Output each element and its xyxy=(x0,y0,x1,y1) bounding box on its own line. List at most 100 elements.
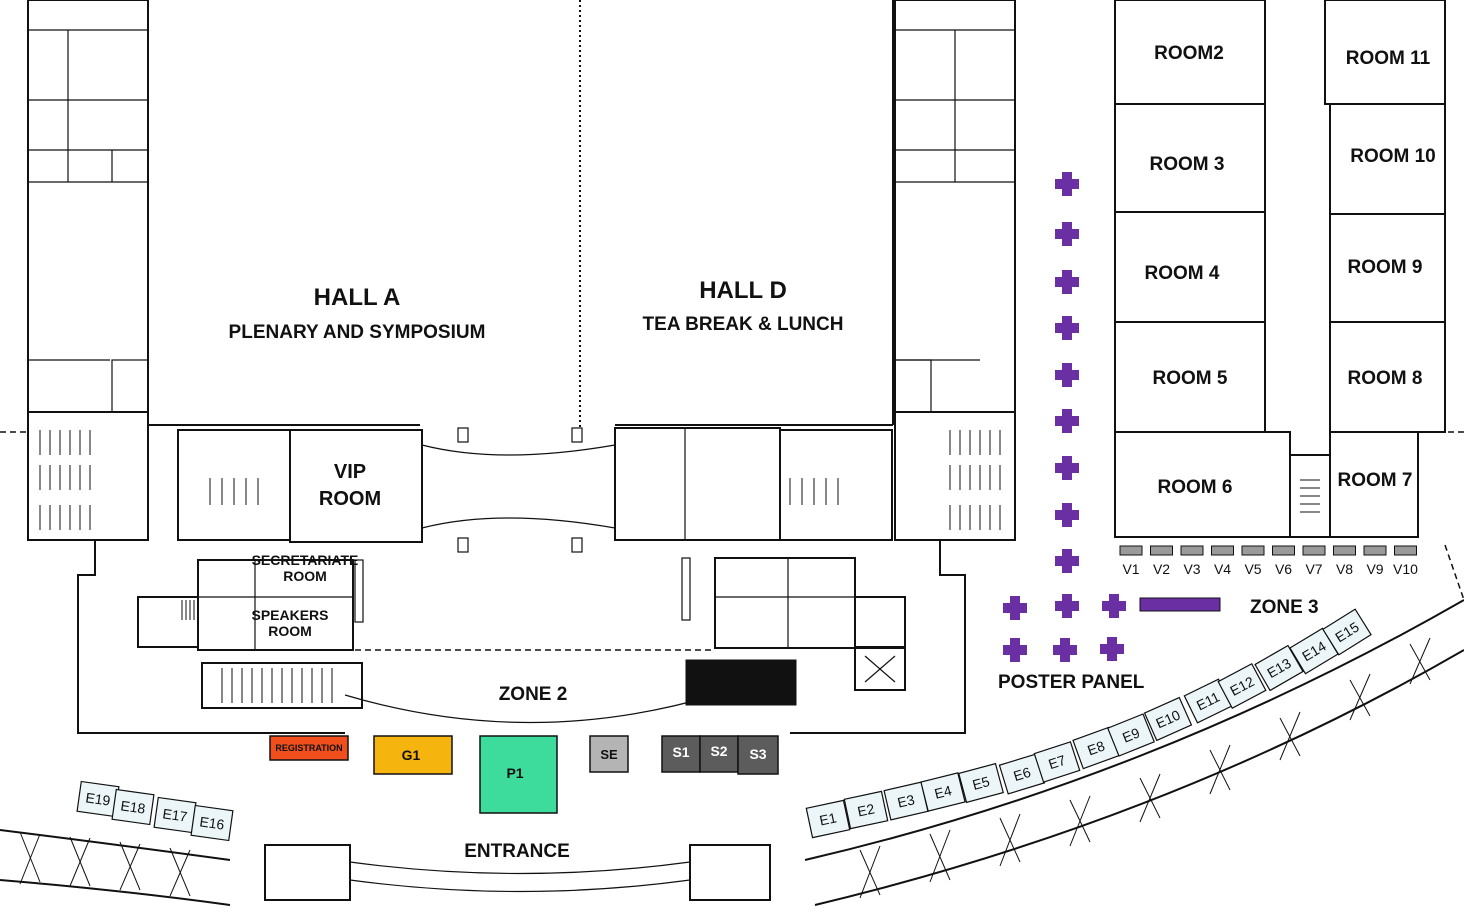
s2-booth[interactable] xyxy=(699,735,739,773)
exhibition-booth-label: E1 xyxy=(818,809,838,828)
s3-booth[interactable] xyxy=(737,735,779,775)
registration-booth[interactable] xyxy=(269,735,349,761)
v-booth-label: V8 xyxy=(1336,561,1353,577)
v-booth[interactable] xyxy=(1394,545,1417,556)
vip-room-label-1: VIP xyxy=(334,461,366,483)
v-booth-label: V1 xyxy=(1122,561,1139,577)
exhibition-booth[interactable]: E6 xyxy=(998,753,1046,795)
s1-booth-label: S1 xyxy=(672,744,689,760)
hall-d-subtitle: TEA BREAK & LUNCH xyxy=(643,314,844,335)
right-wing-structure xyxy=(894,0,1016,541)
exhibition-booth[interactable]: E8 xyxy=(1072,726,1120,770)
poster-panel[interactable] xyxy=(1055,316,1079,340)
exhibition-booth[interactable]: E15 xyxy=(1322,608,1372,656)
exhibition-booth[interactable]: E2 xyxy=(843,790,889,830)
room-9-label: ROOM 9 xyxy=(1348,257,1423,278)
poster-panel[interactable] xyxy=(1055,222,1079,246)
poster-panel-label: POSTER PANEL xyxy=(998,672,1145,693)
speakers-room-label-1: SPEAKERS xyxy=(251,607,328,623)
exhibition-booth-label: E8 xyxy=(1085,737,1107,758)
zone-3-label: ZONE 3 xyxy=(1250,597,1319,618)
poster-panel[interactable] xyxy=(1003,596,1027,620)
exhibition-booth[interactable]: E16 xyxy=(190,804,234,842)
v-booth[interactable] xyxy=(1180,545,1204,556)
exhibition-booth[interactable]: E13 xyxy=(1254,644,1304,692)
poster-panel-bar[interactable] xyxy=(1139,597,1221,612)
exhibition-booth[interactable]: E10 xyxy=(1143,696,1193,742)
v-booth[interactable] xyxy=(1211,545,1234,556)
exhibition-booth-label: E5 xyxy=(971,773,992,793)
exhibition-booth[interactable]: E18 xyxy=(111,788,155,826)
v-booth[interactable] xyxy=(1363,545,1387,556)
exhibition-booth[interactable]: E1 xyxy=(805,799,851,839)
exhibition-booth-box xyxy=(920,772,966,812)
exhibition-booth-box xyxy=(805,799,851,839)
v-booth[interactable] xyxy=(1333,545,1356,556)
poster-panel[interactable] xyxy=(1055,456,1079,480)
central-corridor: VIP ROOM xyxy=(177,427,893,553)
exhibition-booth-box xyxy=(1254,644,1304,692)
hall-a-title: HALL A xyxy=(314,284,401,311)
exhibition-booth[interactable]: E4 xyxy=(920,772,966,812)
poster-panels xyxy=(1003,172,1126,662)
room-7-label: ROOM 7 xyxy=(1338,470,1413,491)
se-booth[interactable] xyxy=(589,735,629,773)
poster-panel[interactable] xyxy=(1003,638,1027,662)
s3-booth-label: S3 xyxy=(749,746,766,762)
poster-panel[interactable] xyxy=(1055,363,1079,387)
exhibition-booth-label: E6 xyxy=(1011,764,1032,784)
hall-d-title: HALL D xyxy=(699,277,787,304)
poster-panel[interactable] xyxy=(1055,270,1079,294)
v-booth-label: V2 xyxy=(1153,561,1170,577)
poster-panel[interactable] xyxy=(1055,172,1079,196)
poster-panel[interactable] xyxy=(1100,637,1124,661)
exhibition-booth-label: E9 xyxy=(1120,724,1142,745)
v-booth[interactable] xyxy=(1241,545,1265,556)
room-4-label: ROOM 4 xyxy=(1145,263,1220,284)
curved-facade: ENTRANCE xyxy=(0,599,1464,906)
exhibition-booth-box xyxy=(1322,608,1372,656)
entrance-label: ENTRANCE xyxy=(464,841,570,862)
exhibition-booth[interactable]: E19 xyxy=(76,780,120,818)
poster-panel[interactable] xyxy=(1055,594,1079,618)
exhibition-booth-label: E19 xyxy=(85,789,112,808)
lobby-structure: SECRETARIATE ROOM SPEAKERS ROOM ZONE 2 xyxy=(77,540,966,734)
hall-d: HALL D TEA BREAK & LUNCH xyxy=(615,0,894,426)
exhibition-booth-box xyxy=(1106,713,1156,757)
poster-panel[interactable] xyxy=(1055,503,1079,527)
exhibition-booth-box xyxy=(1143,696,1193,742)
v-booth[interactable] xyxy=(1119,545,1143,556)
v-booth[interactable] xyxy=(1302,545,1326,556)
exhibition-booth[interactable]: E3 xyxy=(883,781,929,821)
exhibition-booth[interactable]: E9 xyxy=(1106,713,1156,757)
exhibition-booth[interactable]: E11 xyxy=(1183,678,1233,724)
exhibition-booth-box xyxy=(958,762,1004,804)
hall-a: HALL A PLENARY AND SYMPOSIUM xyxy=(147,0,581,430)
vip-room-label-2: ROOM xyxy=(319,488,381,510)
room-10-label: ROOM 10 xyxy=(1350,146,1436,167)
exhibition-booth[interactable]: E17 xyxy=(153,796,197,834)
poster-panel[interactable] xyxy=(1102,594,1126,618)
exhibition-booth-label: E7 xyxy=(1046,752,1067,773)
exhibition-booth[interactable]: E12 xyxy=(1217,663,1267,709)
hall-a-subtitle: PLENARY AND SYMPOSIUM xyxy=(229,322,486,343)
zone-2-label: ZONE 2 xyxy=(499,684,568,705)
exhibition-booth[interactable]: E5 xyxy=(958,762,1004,804)
booths: REGISTRATION G1 P1 SE S1 S2 S3 xyxy=(269,735,779,814)
v-booth[interactable] xyxy=(1272,545,1295,556)
v-booth[interactable] xyxy=(1150,545,1173,556)
g1-booth[interactable] xyxy=(373,735,453,775)
exhibition-booth[interactable]: E7 xyxy=(1033,741,1081,783)
poster-panel[interactable] xyxy=(1053,638,1077,662)
exhibition-booth-box xyxy=(111,788,155,826)
exhibition-booth-label: E16 xyxy=(199,813,226,832)
left-wing-structure xyxy=(0,0,149,541)
poster-panel[interactable] xyxy=(1055,549,1079,573)
g1-booth-label: G1 xyxy=(402,747,421,763)
room-6-label: ROOM 6 xyxy=(1158,477,1233,498)
poster-panel[interactable] xyxy=(1055,409,1079,433)
p1-booth[interactable] xyxy=(479,735,558,814)
exhibition-booth-label: E2 xyxy=(856,800,876,819)
